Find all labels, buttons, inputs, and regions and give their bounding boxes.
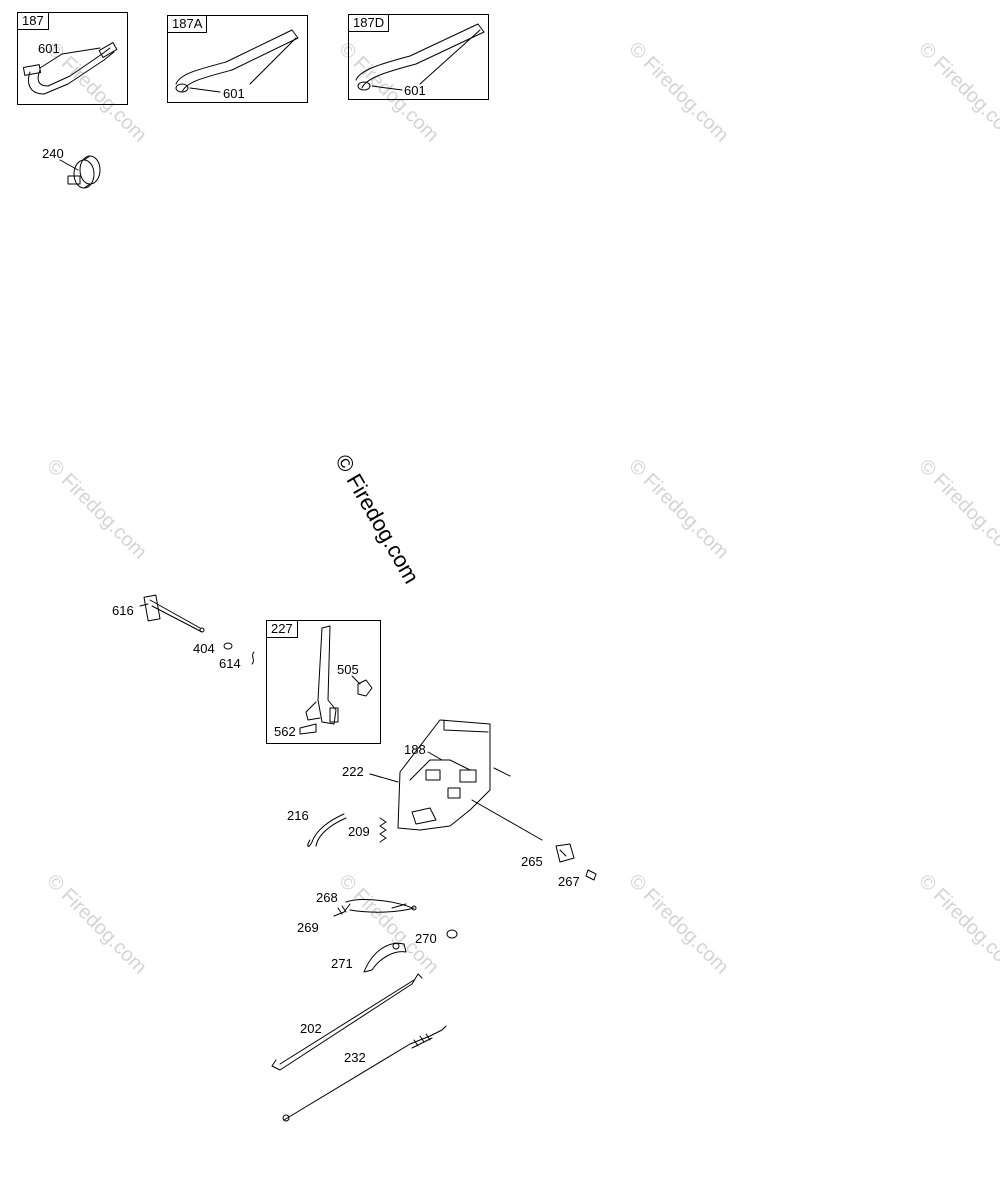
- link-216: [307, 813, 345, 847]
- clip-265: [555, 843, 575, 863]
- filter-240: [59, 155, 101, 189]
- label-222: 222: [342, 764, 364, 779]
- box-187: 187: [17, 12, 128, 105]
- rod-202: [271, 973, 423, 1071]
- label-271: 271: [331, 956, 353, 971]
- label-616: 616: [112, 603, 134, 618]
- spring-209: [379, 817, 387, 843]
- washer-404: [223, 642, 233, 650]
- cable-268: [333, 899, 417, 917]
- label-216: 216: [287, 808, 309, 823]
- screw-267: [585, 869, 597, 881]
- label-209: 209: [348, 824, 370, 839]
- label-265: 265: [521, 854, 543, 869]
- bracket-222: [369, 719, 543, 841]
- box-227: 227: [266, 620, 381, 744]
- label-601-a: 601: [38, 41, 60, 56]
- label-562: 562: [274, 724, 296, 739]
- box-187a: 187A: [167, 15, 308, 103]
- label-269: 269: [297, 920, 319, 935]
- rod-616: [139, 594, 205, 633]
- box-187-tag: 187: [18, 13, 49, 30]
- box-187a-tag: 187A: [168, 16, 208, 33]
- label-240: 240: [42, 146, 64, 161]
- label-505: 505: [337, 662, 359, 677]
- clip-614: [251, 651, 255, 665]
- lever-227: [299, 625, 373, 735]
- label-232: 232: [344, 1050, 366, 1065]
- box-187d: 187D: [348, 14, 489, 100]
- hose-187: [22, 42, 118, 95]
- label-267: 267: [558, 874, 580, 889]
- cable-232: [282, 1025, 447, 1122]
- hose-187a: [175, 29, 299, 93]
- label-614: 614: [219, 656, 241, 671]
- box-227-tag: 227: [267, 621, 298, 638]
- label-601-b: 601: [223, 86, 245, 101]
- label-202: 202: [300, 1021, 322, 1036]
- label-404: 404: [193, 641, 215, 656]
- label-268: 268: [316, 890, 338, 905]
- box-187d-tag: 187D: [349, 15, 390, 32]
- label-270: 270: [415, 931, 437, 946]
- hose-187d: [355, 23, 485, 91]
- label-601-c: 601: [404, 83, 426, 98]
- lever-271: [363, 942, 407, 973]
- label-188: 188: [404, 742, 426, 757]
- nut-270: [446, 929, 458, 939]
